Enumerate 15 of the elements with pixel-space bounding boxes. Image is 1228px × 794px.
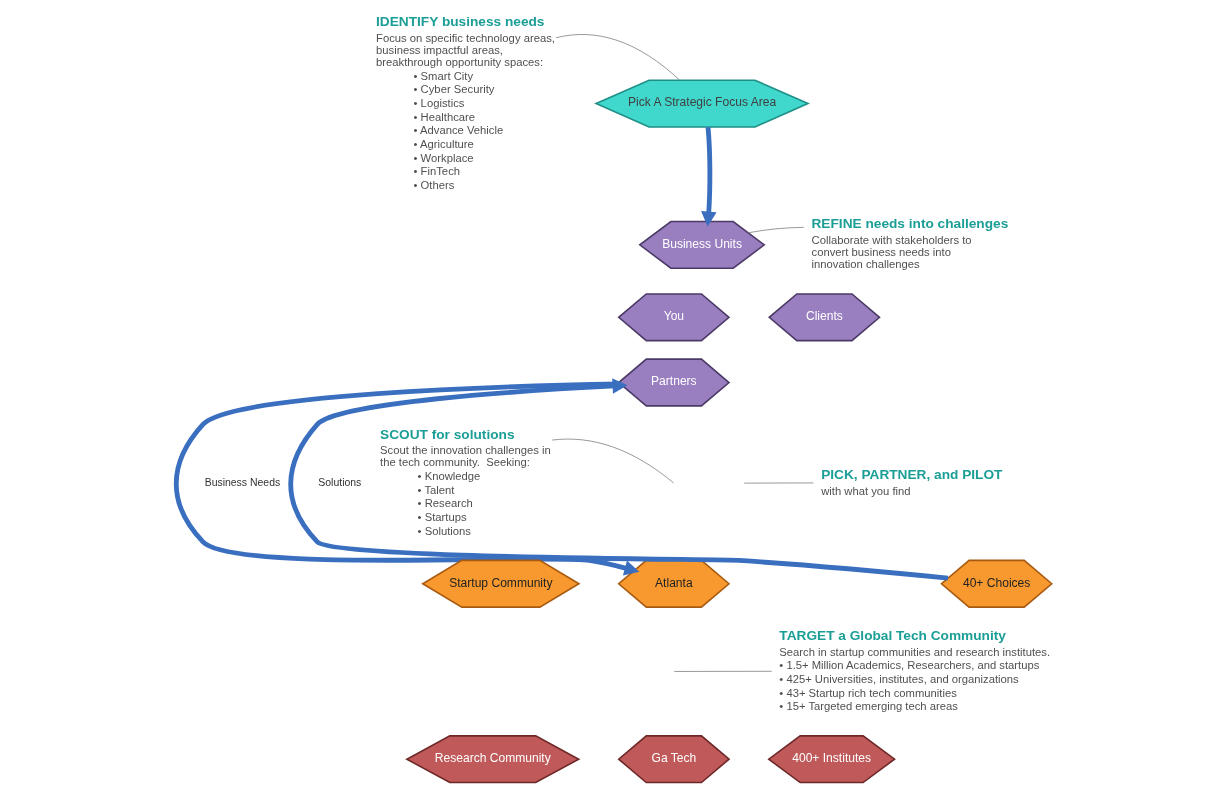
node-text: REFINE needs into challenges Collaborate with stakeholders to convert business needs into innovation challenges <box>811 216 1009 271</box>
node-text: TARGET a Global Tech Community Search in startup communities and research institutes. • 1.5+ Million Academics, Researchers, and startups • 425+ Universities, institutes, and organizations • 43+ Startup rich tech communities • 15+ Targeted emerging tech areas <box>779 627 1051 713</box>
connector <box>555 34 680 81</box>
arrow <box>288 378 949 581</box>
edge-label: Business Needs <box>204 476 281 488</box>
connector <box>673 670 773 672</box>
connector <box>747 226 805 234</box>
node-text: IDENTIFY business needs Focus on specific technology areas, business impactful areas, breakthrough opportunity spaces: • Smart City • Cyber Security • Logistics • Healthcare • Advance Vehicle • Agriculture • Workplace • FinTech • Others <box>376 14 555 192</box>
node-text: PICK, PARTNER, and PILOT with what you find <box>821 466 1003 497</box>
node-text: SCOUT for solutions Scout the innovation challenges in the tech community. Seeking: • Knowledge • Talent • Research • Startups • Solutions <box>380 426 551 537</box>
arrow <box>701 126 717 227</box>
edge-label: Solutions <box>318 476 362 488</box>
connector <box>743 482 814 484</box>
connector <box>551 438 675 484</box>
arrow <box>174 381 640 576</box>
